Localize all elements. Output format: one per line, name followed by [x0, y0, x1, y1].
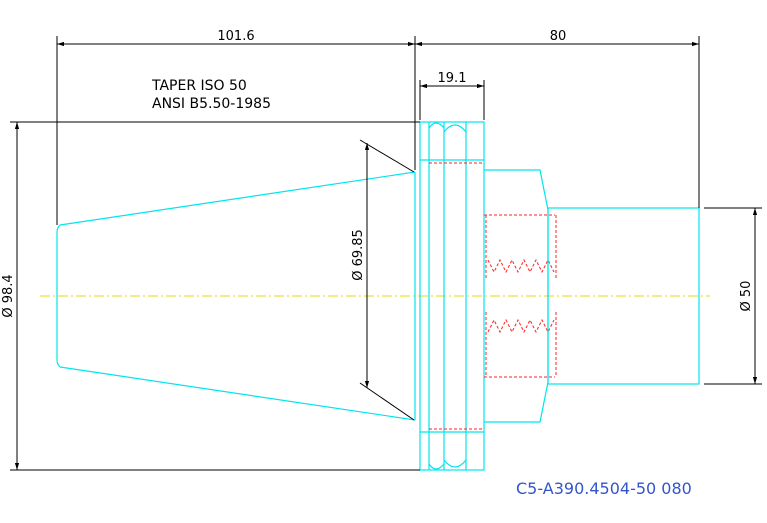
flange	[419, 121, 485, 471]
dim-shank-dia	[704, 207, 762, 385]
shank	[484, 169, 700, 423]
dim-shank-dia-label: Ø 50	[739, 281, 754, 312]
taper-cone	[56, 171, 416, 421]
taper-note-line2: ANSI B5.50-1985	[152, 96, 271, 112]
dim-taper-length-label: 101.6	[217, 29, 254, 44]
dim-outer-dia	[10, 121, 420, 471]
taper-note-line1: TAPER ISO 50	[151, 78, 247, 94]
dim-flange-width-label: 19.1	[438, 71, 467, 86]
dim-taper-dia-label: Ø 69.85	[351, 229, 366, 281]
dim-flange-width	[419, 80, 485, 120]
dim-taper-length	[56, 36, 416, 225]
dim-taper-dia	[359, 139, 415, 421]
dim-outer-dia-label: Ø 98.4	[1, 274, 16, 317]
part-number: C5-A390.4504-50 080	[516, 479, 692, 498]
hidden-bore	[429, 162, 557, 430]
dim-overall-length-label: 80	[550, 29, 567, 44]
dim-overall-length	[415, 36, 700, 208]
